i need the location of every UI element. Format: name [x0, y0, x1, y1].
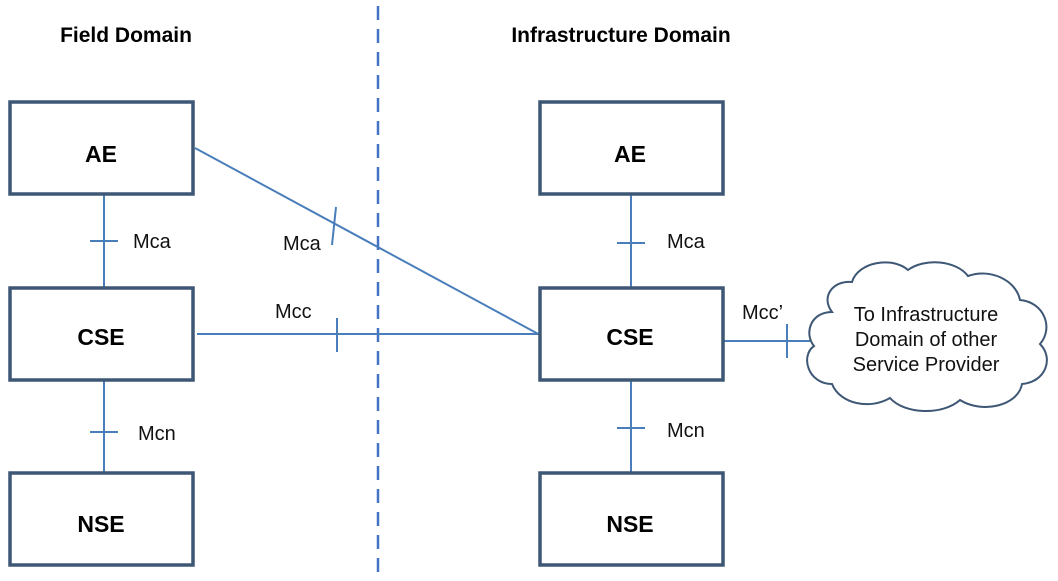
infra-ae-box — [538, 100, 725, 196]
infra-ae-label: AE — [614, 141, 646, 167]
cloud-text-line-1: To Infrastructure — [854, 304, 999, 326]
infra-cse-label: CSE — [606, 324, 653, 350]
external-domain-cloud — [806, 261, 1048, 412]
field-ae-box — [8, 100, 195, 196]
cross-mca-label: Mca — [283, 233, 322, 255]
field-nse-label: NSE — [77, 511, 124, 537]
field-mcn-label: Mcn — [138, 423, 176, 445]
field-cse-box — [8, 286, 195, 382]
field-domain-heading: Field Domain — [60, 24, 192, 47]
mcc-prime-label: Mcc’ — [742, 302, 783, 324]
field-nse-box — [8, 471, 195, 567]
infra-nse-box — [538, 471, 725, 567]
field-cse-label: CSE — [77, 324, 124, 350]
field-ae-label: AE — [85, 141, 117, 167]
cloud-text-line-2: Domain of other — [855, 329, 998, 351]
mca-cross-connector — [194, 147, 543, 337]
cloud-text-line-3: Service Provider — [853, 354, 1000, 376]
infra-nse-label: NSE — [606, 511, 653, 537]
field-mca-label: Mca — [133, 231, 172, 253]
infrastructure-domain-heading: Infrastructure Domain — [511, 24, 730, 47]
infra-cse-box — [538, 286, 725, 382]
mcc-label: Mcc — [275, 301, 312, 323]
infra-mca-label: Mca — [667, 231, 706, 253]
mca-cross-tick — [331, 206, 337, 246]
infra-mcn-label: Mcn — [667, 420, 705, 442]
